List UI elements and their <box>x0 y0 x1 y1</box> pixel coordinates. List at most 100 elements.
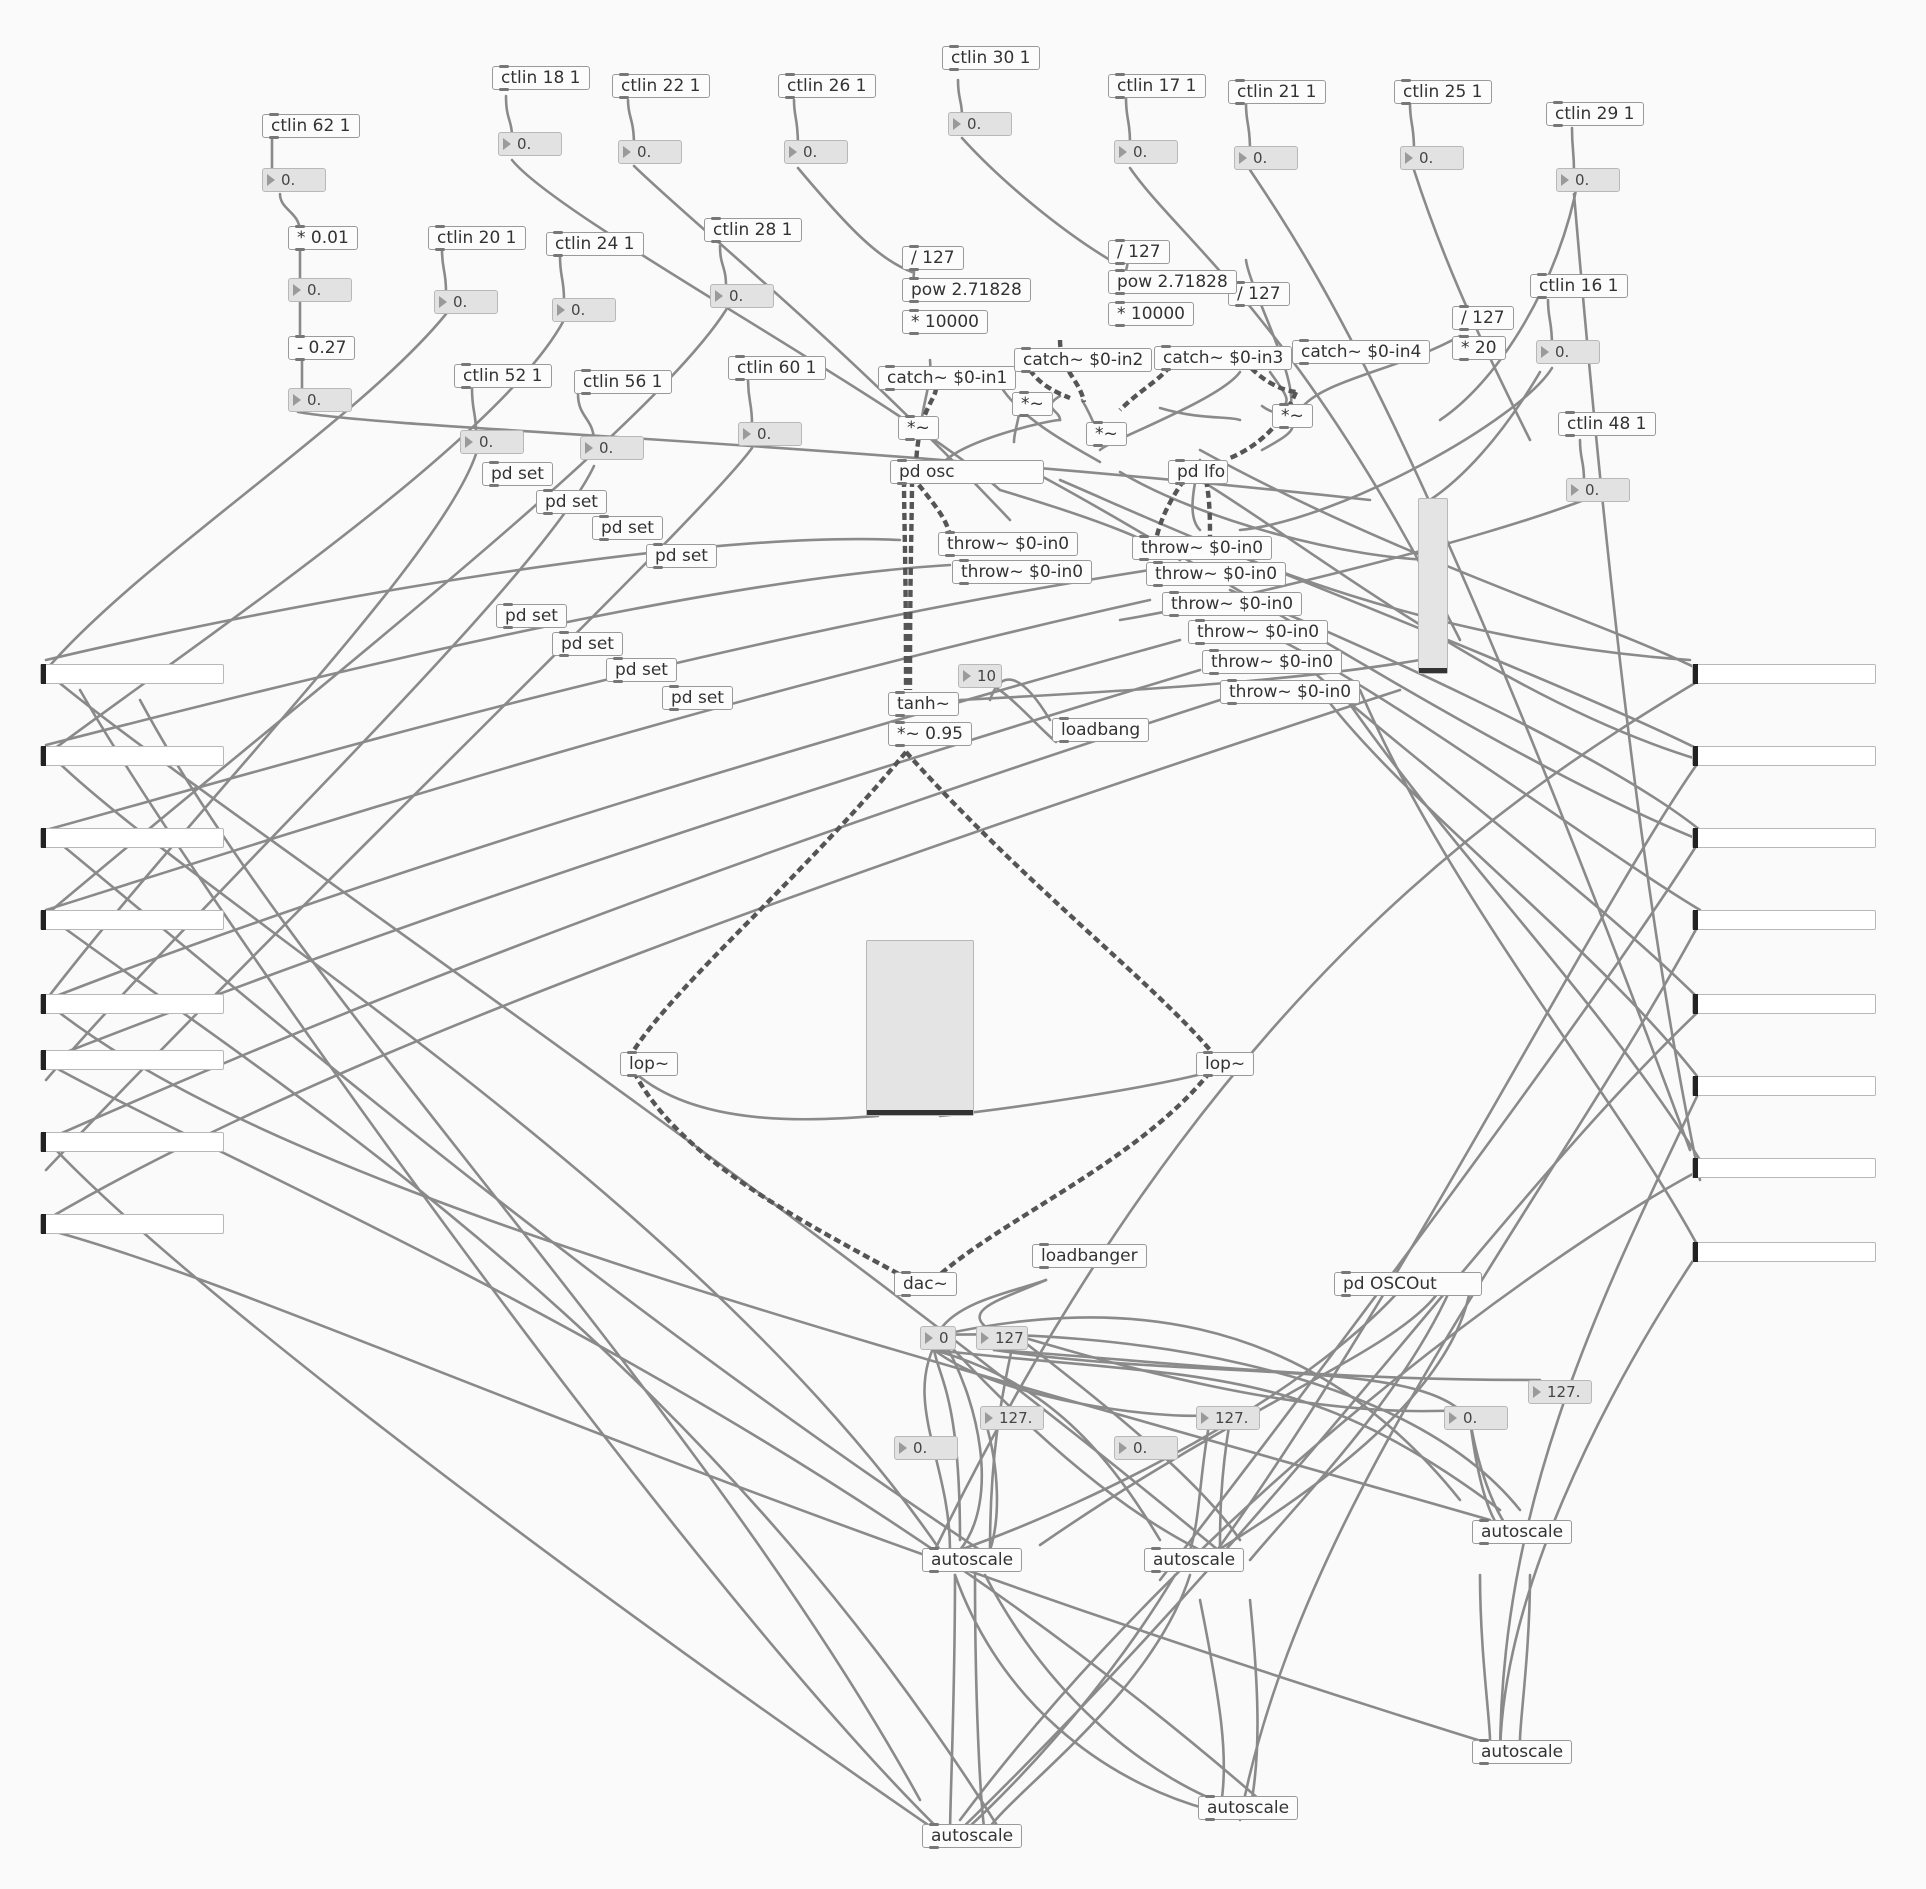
vertical-slider-filter[interactable] <box>866 940 974 1116</box>
float-number-box[interactable]: 0. <box>1556 168 1620 192</box>
autoscale-object[interactable]: autoscale <box>1198 1795 1299 1821</box>
float-number-box[interactable]: 0. <box>288 278 352 302</box>
float-number-box[interactable]: 0. <box>580 436 644 460</box>
ctlin-48-object[interactable]: ctlin 48 1 <box>1558 411 1656 437</box>
pow-object[interactable]: pow 2.71828 <box>1108 269 1237 295</box>
horizontal-slider[interactable] <box>1692 746 1876 766</box>
lop-right-object[interactable]: lop~ <box>1196 1051 1255 1077</box>
slider-knob[interactable] <box>1693 1158 1698 1178</box>
ctlin-29-object[interactable]: ctlin 29 1 <box>1546 101 1644 127</box>
float-number-box[interactable]: 0. <box>498 132 562 156</box>
pd-set-subpatch[interactable]: pd set <box>496 603 567 629</box>
pd-oscout-subpatch[interactable]: pd OSCOut <box>1334 1271 1482 1297</box>
float-number-box[interactable]: 0. <box>738 422 802 446</box>
ctlin-21-object[interactable]: ctlin 21 1 <box>1228 79 1326 105</box>
horizontal-slider[interactable] <box>40 994 224 1014</box>
slider-knob[interactable] <box>41 664 46 684</box>
slider-knob[interactable] <box>41 828 46 848</box>
divide-127-object[interactable]: / 127 <box>902 245 964 271</box>
ctlin-28-object[interactable]: ctlin 28 1 <box>704 217 802 243</box>
ctlin-62-object[interactable]: ctlin 62 1 <box>262 113 360 139</box>
dac-object[interactable]: dac~ <box>894 1271 957 1297</box>
slider-knob[interactable] <box>1693 746 1698 766</box>
slider-knob[interactable] <box>41 1214 46 1234</box>
float-number-box[interactable]: 0. <box>1444 1406 1508 1430</box>
throw-object[interactable]: throw~ $0-in0 <box>1146 561 1287 587</box>
horizontal-slider[interactable] <box>1692 994 1876 1014</box>
slider-knob[interactable] <box>1693 994 1698 1014</box>
float-number-box[interactable]: 0. <box>288 388 352 412</box>
ctlin-20-object[interactable]: ctlin 20 1 <box>428 225 526 251</box>
ctlin-16-object[interactable]: ctlin 16 1 <box>1530 273 1628 299</box>
ctlin-60-object[interactable]: ctlin 60 1 <box>728 355 826 381</box>
divide-127-object[interactable]: / 127 <box>1228 281 1290 307</box>
horizontal-slider[interactable] <box>1692 1242 1876 1262</box>
ctlin-52-object[interactable]: ctlin 52 1 <box>454 363 552 389</box>
pd-osc-subpatch[interactable]: pd osc <box>890 459 1044 485</box>
ctlin-17-object[interactable]: ctlin 17 1 <box>1108 73 1206 99</box>
slider-knob[interactable] <box>41 910 46 930</box>
slider-knob[interactable] <box>1693 664 1698 684</box>
float-number-box[interactable]: 0. <box>1234 146 1298 170</box>
pow-object[interactable]: pow 2.71828 <box>902 277 1031 303</box>
autoscale-object[interactable]: autoscale <box>1144 1547 1245 1573</box>
pd-set-subpatch[interactable]: pd set <box>482 461 553 487</box>
throw-object[interactable]: throw~ $0-in0 <box>1188 619 1329 645</box>
autoscale-object[interactable]: autoscale <box>922 1823 1023 1849</box>
slider-knob[interactable] <box>1693 828 1698 848</box>
horizontal-slider[interactable] <box>1692 664 1876 684</box>
lop-left-object[interactable]: lop~ <box>620 1051 679 1077</box>
tanh-object[interactable]: tanh~ <box>888 691 959 717</box>
ctlin-26-object[interactable]: ctlin 26 1 <box>778 73 876 99</box>
pd-set-subpatch[interactable]: pd set <box>552 631 623 657</box>
signal-multiply-object[interactable]: *~ <box>1086 421 1127 447</box>
float-number-box[interactable]: 0. <box>784 140 848 164</box>
horizontal-slider[interactable] <box>40 746 224 766</box>
multiply-0-01-object[interactable]: * 0.01 <box>288 225 358 251</box>
slider-knob[interactable] <box>1693 910 1698 930</box>
loadbanger-object[interactable]: loadbanger <box>1032 1243 1147 1269</box>
float-number-box[interactable]: 0. <box>1400 146 1464 170</box>
float-number-box[interactable]: 0. <box>1536 340 1600 364</box>
slider-knob[interactable] <box>41 746 46 766</box>
float-number-box[interactable]: 0. <box>1114 140 1178 164</box>
horizontal-slider[interactable] <box>40 1050 224 1070</box>
slider-knob[interactable] <box>41 994 46 1014</box>
signal-multiply-object[interactable]: *~ <box>898 415 939 441</box>
ctlin-25-object[interactable]: ctlin 25 1 <box>1394 79 1492 105</box>
float-number-box[interactable]: 0. <box>1566 478 1630 502</box>
throw-object[interactable]: throw~ $0-in0 <box>1162 591 1303 617</box>
loadbang-object[interactable]: loadbang <box>1052 717 1150 743</box>
pd-set-subpatch[interactable]: pd set <box>536 489 607 515</box>
slider-knob[interactable] <box>41 1050 46 1070</box>
horizontal-slider[interactable] <box>40 1132 224 1152</box>
subtract-0-27-object[interactable]: - 0.27 <box>288 335 356 361</box>
float-number-box[interactable]: 0. <box>262 168 326 192</box>
ctlin-22-object[interactable]: ctlin 22 1 <box>612 73 710 99</box>
autoscale-object[interactable]: autoscale <box>922 1547 1023 1573</box>
throw-object[interactable]: throw~ $0-in0 <box>1220 679 1361 705</box>
ctlin-18-object[interactable]: ctlin 18 1 <box>492 65 590 91</box>
throw-object[interactable]: throw~ $0-in0 <box>938 531 1079 557</box>
horizontal-slider[interactable] <box>1692 1076 1876 1096</box>
float-number-box[interactable]: 0. <box>1114 1436 1178 1460</box>
horizontal-slider[interactable] <box>40 1214 224 1234</box>
float-number-box[interactable]: 0. <box>710 284 774 308</box>
slider-knob[interactable] <box>1419 668 1447 673</box>
ctlin-24-object[interactable]: ctlin 24 1 <box>546 231 644 257</box>
horizontal-slider[interactable] <box>1692 828 1876 848</box>
float-number-box[interactable]: 0. <box>434 290 498 314</box>
throw-object[interactable]: throw~ $0-in0 <box>1202 649 1343 675</box>
ctlin-30-object[interactable]: ctlin 30 1 <box>942 45 1040 71</box>
slider-knob[interactable] <box>41 1132 46 1152</box>
float-number-box[interactable]: 0. <box>894 1436 958 1460</box>
horizontal-slider[interactable] <box>40 828 224 848</box>
pd-set-subpatch[interactable]: pd set <box>606 657 677 683</box>
horizontal-slider[interactable] <box>40 664 224 684</box>
vertical-slider-lfo[interactable] <box>1418 498 1448 674</box>
multiply-10000-object[interactable]: * 10000 <box>902 309 988 335</box>
multiply-10000-object[interactable]: * 10000 <box>1108 301 1194 327</box>
number-box-0[interactable]: 0 <box>920 1326 956 1350</box>
pd-set-subpatch[interactable]: pd set <box>662 685 733 711</box>
autoscale-object[interactable]: autoscale <box>1472 1739 1573 1765</box>
